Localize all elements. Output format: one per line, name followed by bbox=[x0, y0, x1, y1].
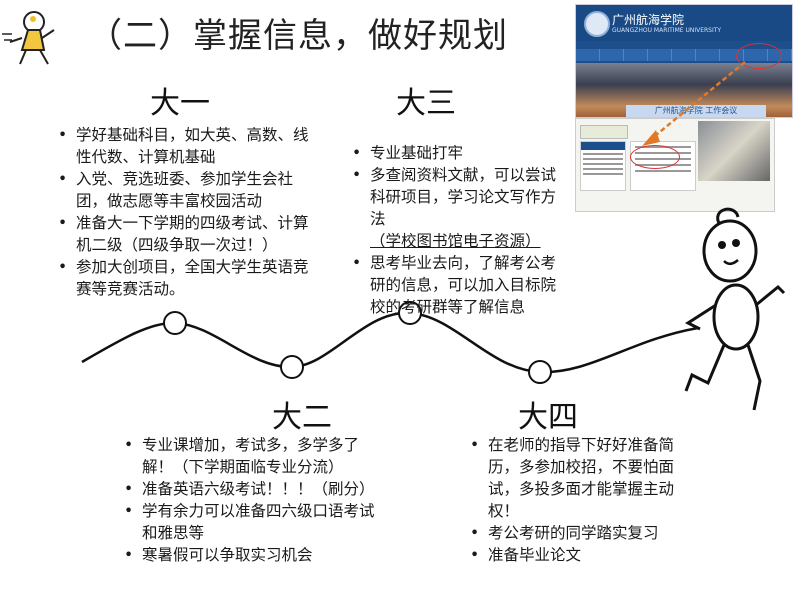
year2-heading: 大二 bbox=[272, 400, 332, 435]
year3-list: 专业基础打牢 多查阅资料文献，可以尝试科研项目，学习论文写作方法 （学校图书馆电子… bbox=[352, 142, 566, 318]
node-year1 bbox=[163, 311, 187, 335]
year4-heading: 大四 bbox=[518, 400, 578, 435]
year1-item: 参加大创项目，全国大学生英语竞赛等竞赛活动。 bbox=[58, 256, 320, 300]
highlight-ring bbox=[736, 43, 782, 69]
library-screenshot bbox=[575, 118, 775, 212]
year4-list: 在老师的指导下好好准备简历，多参加校招，不要怕面试，多投多面才能掌握主动权！ 考… bbox=[470, 434, 694, 566]
website-screenshot: 广州航海学院 GUANGZHOU MARITIME UNIVERSITY 广州航… bbox=[575, 4, 793, 118]
year1-item: 准备大一下学期的四级考试、计算机二级（四级争取一次过！） bbox=[58, 212, 320, 256]
library-photo bbox=[698, 121, 770, 181]
library-menu[interactable] bbox=[580, 141, 626, 191]
year4-item: 准备毕业论文 bbox=[470, 544, 694, 566]
year1-item: 入党、竞选班委、参加学生会社团，做志愿等丰富校园活动 bbox=[58, 168, 320, 212]
arrow-icon bbox=[642, 61, 746, 146]
year3-heading: 大三 bbox=[396, 86, 456, 121]
library-logo bbox=[580, 125, 628, 139]
site-header: 广州航海学院 GUANGZHOU MARITIME UNIVERSITY bbox=[576, 5, 792, 41]
year2-item: 学有余力可以准备四六级口语考试和雅思等 bbox=[124, 500, 384, 544]
site-banner: 广州航海学院 工作会议 bbox=[626, 105, 766, 117]
year3-item: 思考毕业去向，了解考公考研的信息，可以加入目标院校的考研群等了解信息 bbox=[352, 252, 566, 318]
year1-list: 学好基础科目，如大英、高数、线性代数、计算机基础 入党、竞选班委、参加学生会社团… bbox=[58, 124, 320, 300]
year2-item: 寒暑假可以争取实习机会 bbox=[124, 544, 384, 566]
school-logo-icon bbox=[584, 11, 610, 37]
year1-heading: 大一 bbox=[150, 86, 210, 121]
year2-item: 准备英语六级考试！！！（刷分） bbox=[124, 478, 384, 500]
year4-item: 在老师的指导下好好准备简历，多参加校招，不要怕面试，多投多面才能掌握主动权！ bbox=[470, 434, 694, 522]
year2-list: 专业课增加，考试多，多学多了解！（下学期面临专业分流） 准备英语六级考试！！！（… bbox=[124, 434, 384, 566]
node-year2 bbox=[280, 355, 304, 379]
running-figure-icon bbox=[684, 207, 786, 411]
site-title: 广州航海学院 bbox=[612, 13, 685, 27]
library-resources-link[interactable]: （学校图书馆电子资源） bbox=[370, 232, 541, 250]
year4-item: 考公考研的同学踏实复习 bbox=[470, 522, 694, 544]
year3-item: 多查阅资料文献，可以尝试科研项目，学习论文写作方法 （学校图书馆电子资源） bbox=[352, 164, 566, 252]
node-year4 bbox=[528, 360, 552, 384]
page-title: （二）掌握信息，做好规划 bbox=[88, 16, 508, 56]
doodle-figure-icon bbox=[2, 11, 55, 65]
year1-item: 学好基础科目，如大英、高数、线性代数、计算机基础 bbox=[58, 124, 320, 168]
year2-item: 专业课增加，考试多，多学多了解！（下学期面临专业分流） bbox=[124, 434, 384, 478]
year3-item: 专业基础打牢 bbox=[352, 142, 566, 164]
highlight-ring-library bbox=[630, 145, 680, 169]
year3-item-text: 多查阅资料文献，可以尝试科研项目，学习论文写作方法 bbox=[370, 166, 557, 228]
site-subtitle: GUANGZHOU MARITIME UNIVERSITY bbox=[612, 27, 722, 34]
